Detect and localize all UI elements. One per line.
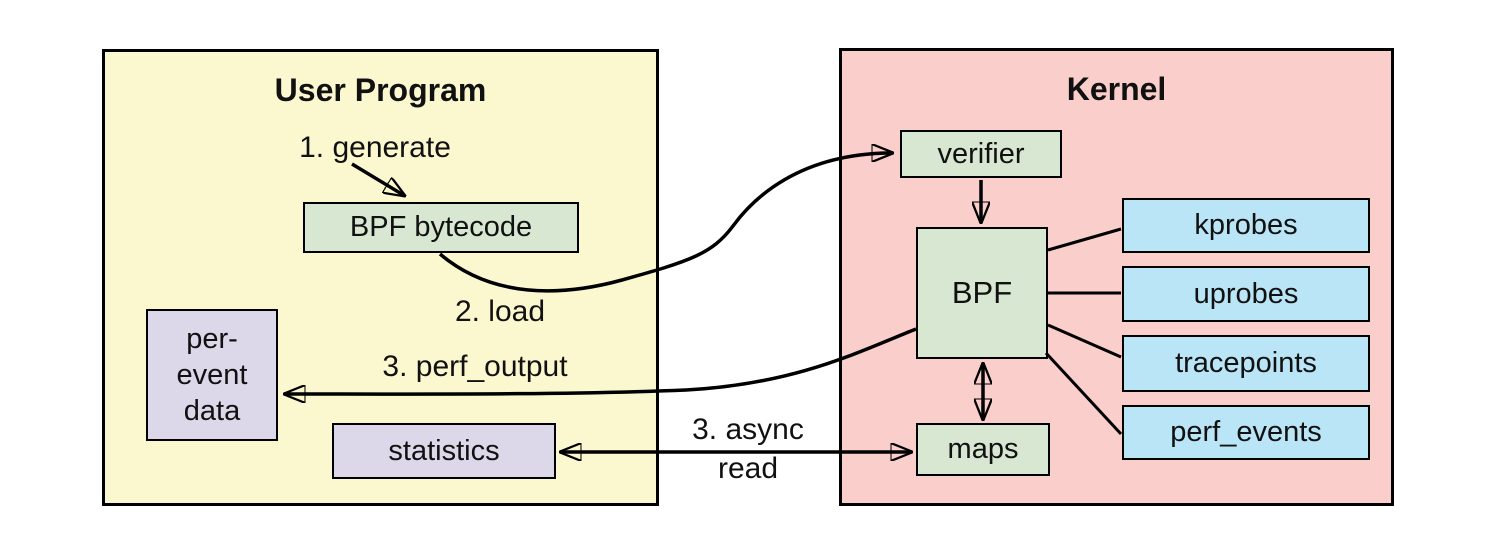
kernel-title: Kernel	[1066, 71, 1167, 107]
bpf-node: BPF	[916, 227, 1048, 359]
uprobes-node: uprobes	[1122, 266, 1370, 322]
per-event-data-line3: data	[183, 395, 241, 428]
tracepoints-label: tracepoints	[1175, 347, 1317, 380]
tracepoints-node: tracepoints	[1122, 335, 1370, 392]
kprobes-node: kprobes	[1122, 198, 1370, 253]
perf-events-node: perf_events	[1122, 405, 1370, 460]
maps-node: maps	[916, 423, 1050, 476]
perf-output-step-label: 3. perf_output	[382, 350, 568, 383]
per-event-data-node: per- event data	[146, 309, 278, 441]
statistics-label: statistics	[388, 434, 500, 467]
generate-step-label: 1. generate	[299, 131, 451, 164]
async-read-step-label-line1: 3. async	[692, 413, 804, 446]
uprobes-label: uprobes	[1193, 277, 1299, 310]
bpf-label: BPF	[951, 274, 1013, 310]
user-program-title: User Program	[274, 72, 487, 108]
bpf-bytecode-node: BPF bytecode	[303, 202, 579, 253]
perf-events-label: perf_events	[1170, 416, 1322, 449]
bpf-bytecode-label: BPF bytecode	[349, 211, 533, 244]
load-step-label: 2. load	[454, 295, 546, 328]
per-event-data-line1: per-	[186, 322, 238, 355]
async-read-step-label-line2: read	[717, 452, 779, 485]
kprobes-label: kprobes	[1194, 209, 1298, 242]
maps-label: maps	[947, 433, 1019, 466]
verifier-label: verifier	[937, 137, 1025, 170]
verifier-node: verifier	[900, 130, 1062, 178]
statistics-node: statistics	[332, 423, 556, 479]
per-event-data-line2: event	[176, 358, 248, 391]
